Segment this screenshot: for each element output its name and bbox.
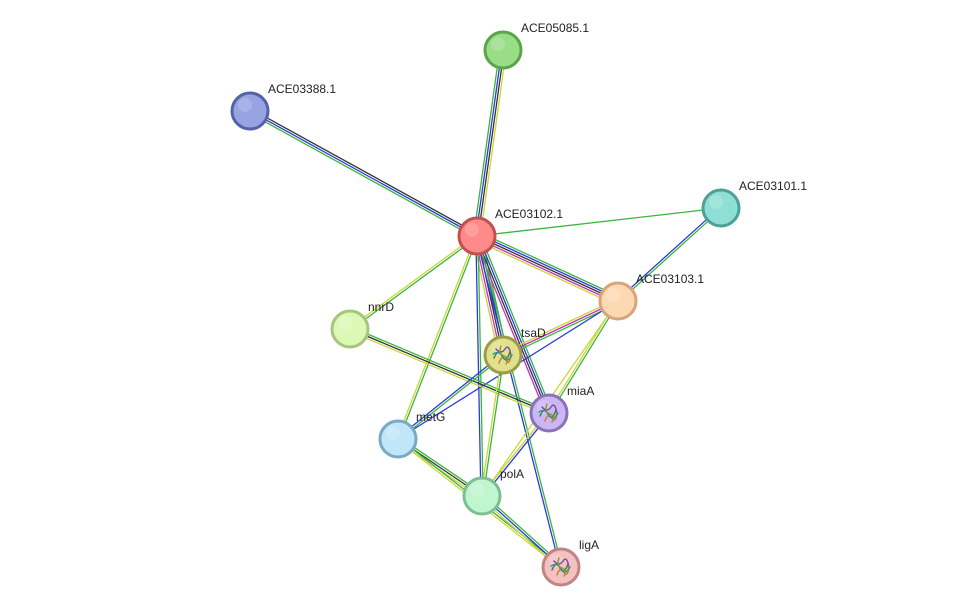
edge-line-blue <box>616 206 721 301</box>
edge-line-black <box>475 236 549 414</box>
edge-ace03102-1-pola[interactable] <box>475 235 484 497</box>
node-ace03101-1[interactable]: ACE03101.1 <box>701 179 807 228</box>
edge-line-yellow <box>396 235 477 439</box>
edge-ace03102-1-ace03388-1[interactable] <box>248 108 479 239</box>
edge-line-green <box>248 112 477 239</box>
edge-line-yellow <box>479 50 507 237</box>
edge-line-blue <box>477 233 620 300</box>
edge-line-blue <box>475 49 503 236</box>
edge-line-green <box>478 231 621 298</box>
node-ace03102-1[interactable]: ACE03102.1 <box>457 207 563 256</box>
nodes-layer: ACE03102.1 ACE05085.1ACE03388.1ACE03101.1… <box>230 21 807 587</box>
edge-line-blue <box>396 353 503 439</box>
node-label: nnrD <box>368 300 394 314</box>
node-highlight <box>338 316 352 330</box>
node-circle[interactable] <box>230 91 270 131</box>
protein-structure-icon <box>538 403 559 423</box>
node-circle[interactable] <box>598 281 638 321</box>
node-circle[interactable] <box>701 188 741 228</box>
node-label: ACE03388.1 <box>268 82 336 96</box>
node-circle[interactable] <box>462 476 502 516</box>
edge-ace03102-1-ace03101-1[interactable] <box>476 207 722 237</box>
node-label: ACE03103.1 <box>636 272 704 286</box>
node-pola[interactable]: polA <box>462 467 524 516</box>
edge-line-green <box>477 235 484 496</box>
edge-tsad-pola[interactable] <box>480 354 505 497</box>
edge-line-yellow <box>480 354 503 496</box>
edge-line-green <box>350 236 479 331</box>
node-highlight <box>238 98 252 112</box>
edge-ace03101-1-ace03103-1[interactable] <box>616 206 723 303</box>
edge-line-green <box>476 207 722 237</box>
edge-line-magenta <box>502 300 619 356</box>
edge-line-green <box>479 234 553 413</box>
edge-ace03102-1-nnrd[interactable] <box>348 234 479 331</box>
node-ace03388-1[interactable]: ACE03388.1 <box>230 82 336 131</box>
node-circle[interactable] <box>330 309 370 349</box>
edge-nnrd-miaa[interactable] <box>348 326 551 416</box>
edge-ace03102-1-ace03103-1[interactable] <box>474 231 621 306</box>
node-highlight <box>470 483 484 497</box>
node-nnrd[interactable]: nnrD <box>330 300 394 349</box>
node-label: polA <box>500 467 524 481</box>
node-highlight <box>465 223 479 237</box>
edge-line-black <box>349 328 550 414</box>
edge-line-magenta <box>474 236 502 356</box>
node-highlight <box>386 426 400 440</box>
node-label: miaA <box>567 384 594 398</box>
edge-ace03102-1-miaa[interactable] <box>473 234 553 415</box>
node-label: metG <box>416 410 445 424</box>
edge-line-green <box>398 236 479 440</box>
node-circle[interactable] <box>483 30 523 70</box>
node-circle[interactable] <box>378 419 418 459</box>
edge-line-yellow <box>472 236 500 357</box>
protein-structure-icon <box>492 345 513 365</box>
node-highlight <box>606 288 620 302</box>
protein-structure-icon <box>550 557 571 577</box>
edge-line-green <box>398 355 505 441</box>
node-highlight <box>709 195 723 209</box>
edge-line-blue <box>477 235 551 413</box>
node-circle[interactable] <box>457 216 497 256</box>
node-tsad[interactable]: tsaD <box>483 326 546 375</box>
edge-line-black <box>477 50 505 237</box>
node-metg[interactable]: metG <box>378 410 445 459</box>
edge-line-black <box>476 235 619 302</box>
node-label: ACE05085.1 <box>521 21 589 35</box>
edge-line-blue <box>249 110 478 237</box>
edge-tsad-metg[interactable] <box>396 353 505 441</box>
edge-line-yellow <box>501 298 618 354</box>
edge-line-green <box>473 49 501 236</box>
edge-line-green <box>482 355 505 497</box>
edge-line-yellow <box>348 330 549 416</box>
node-label: ACE03101.1 <box>739 179 807 193</box>
edge-line-green <box>618 208 723 303</box>
edge-line-yellow <box>474 239 617 306</box>
edge-line-yellow <box>348 234 477 329</box>
node-label: tsaD <box>521 326 546 340</box>
edge-ace03102-1-ace05085-1[interactable] <box>473 49 507 237</box>
node-highlight <box>491 37 505 51</box>
node-ace03103-1[interactable]: ACE03103.1 <box>598 272 704 321</box>
node-ace05085-1[interactable]: ACE05085.1 <box>483 21 589 70</box>
edges-layer <box>248 49 723 570</box>
edge-line-black <box>250 108 479 235</box>
edge-line-green <box>350 326 551 412</box>
edge-ace03102-1-metg[interactable] <box>396 235 479 440</box>
node-label: ACE03102.1 <box>495 207 563 221</box>
node-liga[interactable]: ligA <box>541 538 599 587</box>
node-label: ligA <box>579 538 599 552</box>
edge-line-magenta <box>475 237 618 304</box>
edge-line-blue <box>475 236 482 497</box>
node-miaa[interactable]: miaA <box>529 384 594 433</box>
edge-line-green <box>549 301 620 414</box>
